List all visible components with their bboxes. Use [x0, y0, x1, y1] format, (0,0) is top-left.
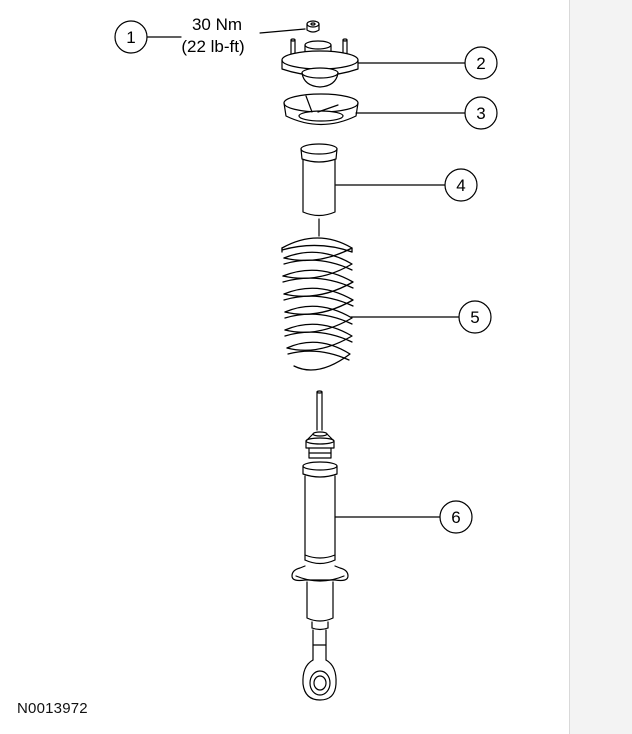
upper-mount-part	[281, 38, 359, 88]
callout-6: 6	[334, 500, 473, 534]
strut-exploded-diagram: 1 30 Nm (22 lb-ft)	[114, 15, 498, 701]
callout-1: 1	[114, 20, 182, 54]
torque-metric: 30 Nm	[192, 15, 242, 34]
shock-absorber-part	[291, 390, 349, 701]
callout-6-number: 6	[451, 508, 460, 527]
jounce-bumper-part	[300, 143, 338, 237]
figure-id: N0013972	[17, 700, 88, 717]
right-gutter	[570, 0, 632, 734]
torque-leader	[259, 28, 306, 34]
callout-2: 2	[357, 46, 498, 80]
callout-1-number: 1	[126, 28, 135, 47]
callout-3-number: 3	[476, 104, 485, 123]
callout-2-number: 2	[476, 54, 485, 73]
torque-imperial: (22 lb-ft)	[181, 37, 244, 56]
callout-5: 5	[350, 300, 492, 334]
coil-spring-part	[281, 237, 354, 371]
callout-5-number: 5	[470, 308, 479, 327]
insulator-part	[283, 93, 359, 125]
nut-part	[306, 20, 320, 33]
right-divider	[569, 0, 570, 734]
callout-4-number: 4	[456, 176, 465, 195]
callout-4: 4	[335, 168, 478, 202]
callout-3: 3	[355, 96, 498, 130]
